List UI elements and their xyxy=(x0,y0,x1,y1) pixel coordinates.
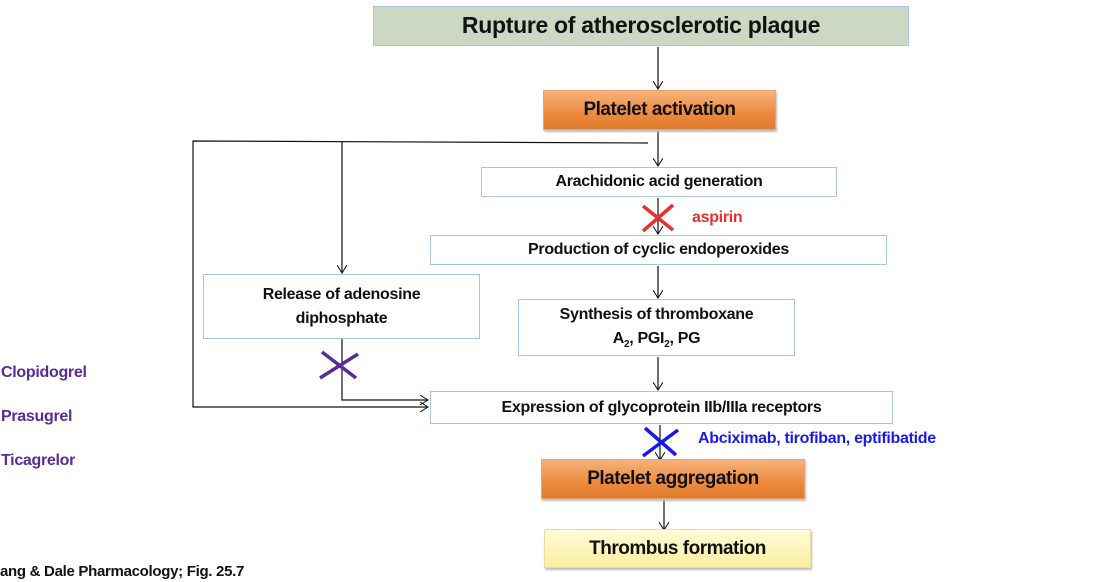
adp-blocker-prasugrel: Prasugrel xyxy=(1,408,73,425)
adp-blocker-ticagrelor: Ticagrelor xyxy=(1,452,76,469)
node-rupture: Rupture of atherosclerotic plaque xyxy=(373,6,909,46)
node-thrombus-formation: Thrombus formation xyxy=(544,529,811,568)
gp-block-x-icon xyxy=(641,426,680,458)
gp-blockers-label: Abciximab, tirofiban, eptifibatide xyxy=(698,430,936,447)
thromboxane-pgi: , PGI xyxy=(629,329,665,347)
arrow-adp-glycoprotein xyxy=(341,339,428,400)
aspirin-block-x-icon xyxy=(641,203,675,233)
node-adp-release: Release of adenosine diphosphate xyxy=(203,274,480,339)
node-cyclic-endoperoxides: Production of cyclic endoperoxides xyxy=(430,235,887,265)
adp-blocker-clopidogrel: Clopidogrel xyxy=(1,364,87,381)
node-glycoprotein: Expression of glycoprotein IIb/IIIa rece… xyxy=(430,391,893,424)
node-platelet-aggregation: Platelet aggregation xyxy=(541,459,805,499)
node-platelet-activation: Platelet activation xyxy=(543,90,776,130)
sub-2: 2 xyxy=(623,339,630,351)
node-thromboxane: Synthesis of thromboxane A2, PGI2, PG xyxy=(518,299,795,356)
node-arachidonic-acid: Arachidonic acid generation xyxy=(481,167,837,197)
feedback-line xyxy=(192,140,649,407)
sub-2: 2 xyxy=(664,339,670,351)
thromboxane-a: A xyxy=(612,329,625,347)
adp-block-x-icon xyxy=(319,350,359,380)
thromboxane-line2: A2, PGI2, PG xyxy=(613,327,701,352)
citation: ang & Dale Pharmacology; Fig. 25.7 xyxy=(0,563,245,580)
aspirin-label: aspirin xyxy=(692,209,743,226)
thromboxane-line1: Synthesis of thromboxane xyxy=(559,305,754,323)
thromboxane-pg: , PG xyxy=(669,329,701,347)
